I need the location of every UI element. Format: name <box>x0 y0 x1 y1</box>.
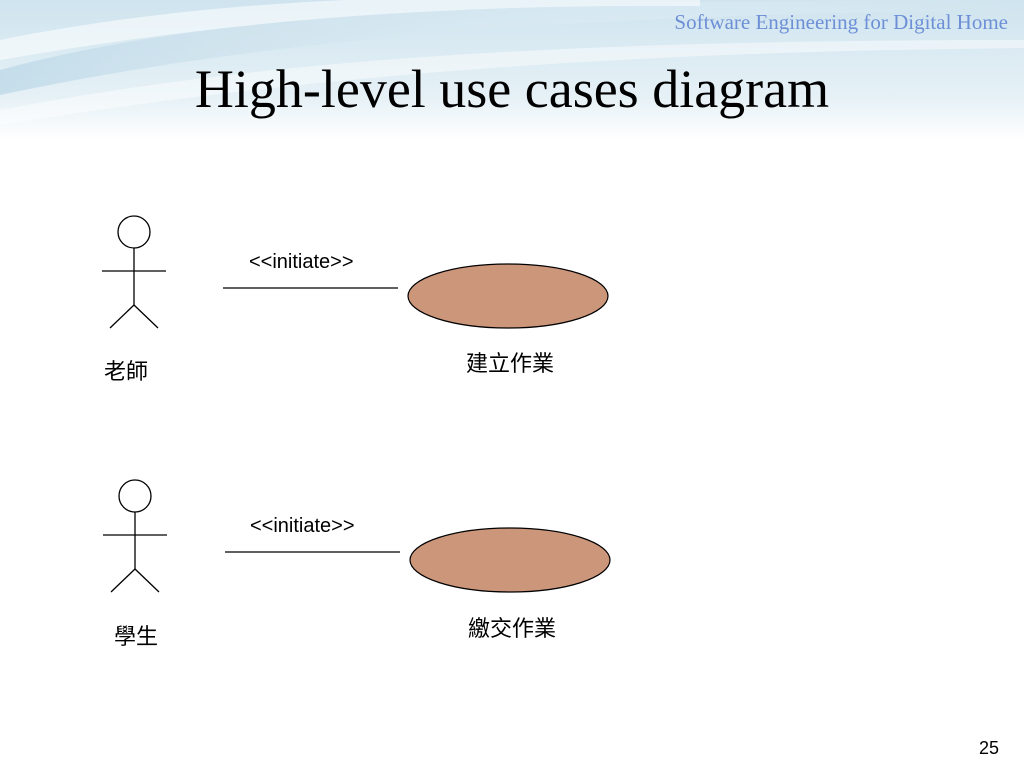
actor-student-right-leg <box>134 568 160 593</box>
actor-student-label: 學生 <box>114 625 159 650</box>
page-number: 25 <box>978 738 999 758</box>
use-case-create-assignment-ellipse <box>407 263 609 329</box>
actor-teacher-label: 老師 <box>104 360 149 385</box>
actor-teacher-left-leg <box>109 304 135 329</box>
actor-teacher-head <box>117 215 151 249</box>
course-title: Software Engineering for Digital Home <box>674 10 1008 34</box>
actor-student-head <box>118 479 152 513</box>
slide-title: High-level use cases diagram <box>194 59 830 119</box>
header-decoration <box>0 0 1024 140</box>
stereotype-label-1: <<initiate>> <box>249 251 354 273</box>
use-case-submit-assignment-ellipse <box>409 527 611 593</box>
actor-teacher-figure <box>102 215 166 329</box>
use-case-create-assignment-label: 建立作業 <box>466 352 555 377</box>
actor-student-figure <box>103 479 167 593</box>
actor-student-left-leg <box>110 568 136 593</box>
stereotype-label-2: <<initiate>> <box>250 515 355 537</box>
actor-teacher-right-leg <box>133 304 159 329</box>
use-case-submit-assignment-label: 繳交作業 <box>468 617 557 642</box>
